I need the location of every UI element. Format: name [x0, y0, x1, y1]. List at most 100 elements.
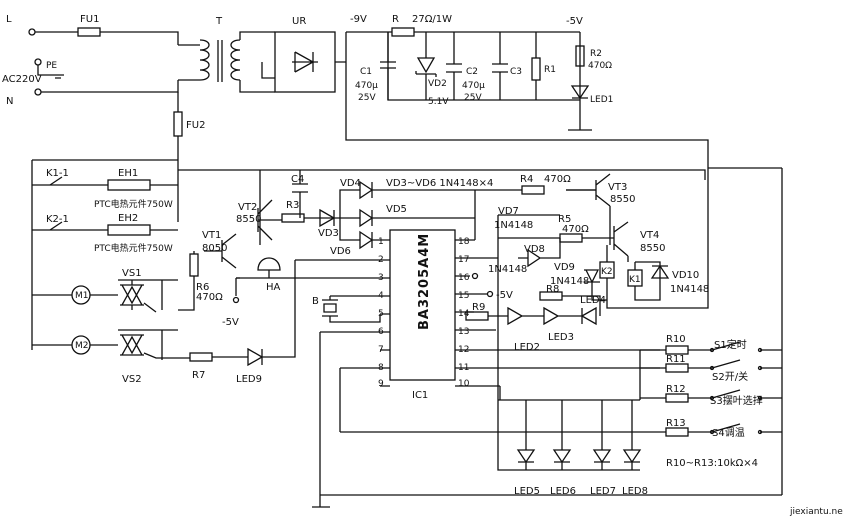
eh2-label: EH2 [118, 213, 138, 224]
led5-label: LED5 [514, 486, 540, 497]
r11-label: R11 [666, 354, 686, 365]
vt2-type: 8550 [236, 214, 261, 225]
led6-label: LED6 [550, 486, 576, 497]
vt1-type: 8050 [202, 243, 227, 254]
r8-label: R8 [546, 284, 559, 295]
vd4-label: VD4 [340, 178, 361, 189]
fu2-label: FU2 [186, 120, 205, 131]
resistor-r3 [281, 213, 305, 223]
resistor-r12 [665, 393, 689, 403]
vd10-label: VD10 [672, 270, 699, 281]
motor-m1 [71, 285, 91, 305]
s1-label: S1定时 [714, 338, 747, 351]
bridge-label: UR [292, 16, 306, 27]
vd10-type: 1N4148 [670, 284, 709, 295]
eh1-label: EH1 [118, 168, 138, 179]
c2-label: C2 [466, 67, 478, 77]
steering-diodes: VD3 VD4 VD5 VD6 VD3~VD6 1N4148×4 [304, 178, 493, 257]
ic1-body [389, 229, 456, 381]
heaters: FU2 K1-1 K2-1 EH1 EH2 PTC电热元件750W PTC电热元… [31, 92, 205, 350]
m1-label: M1 [75, 291, 89, 301]
ic1-pin: 13 [458, 327, 469, 337]
ic1-name: BA3205A4M [417, 233, 432, 330]
r2-value: 470Ω [588, 61, 612, 71]
driver-transistors: VT2 8550 R3 C4 VT1 8050 R6 470Ω HA -5V [178, 169, 706, 328]
led7-label: LED7 [590, 486, 616, 497]
neg5v-label: -5V [566, 16, 583, 27]
led2-label: LED2 [514, 342, 540, 353]
crystal-b-label: B [312, 296, 319, 307]
resistor-r1 [531, 57, 541, 81]
eh2-description: PTC电热元件750W [94, 242, 173, 254]
k1-1-label: K1-1 [46, 168, 69, 179]
vs2-label: VS2 [122, 374, 142, 385]
vt1-label: VT1 [202, 230, 221, 241]
transformer-label: T [215, 16, 223, 27]
relay-drivers: R4 470Ω VT3 8550 VD7 1N4148 R5 470Ω VT4 … [475, 168, 709, 309]
fu1-label: FU1 [80, 14, 99, 25]
resistor-r11 [665, 363, 689, 373]
watermark: jiexiantu.net [789, 507, 843, 517]
vd5-label: VD5 [386, 204, 407, 215]
vd8-label: VD8 [524, 244, 545, 255]
neg5v-ha-label: -5V [222, 317, 239, 328]
resistor-r4 [521, 185, 545, 195]
r7-label: R7 [192, 370, 205, 381]
motor-m2 [71, 335, 91, 355]
r4-label: R4 [520, 174, 533, 185]
ic1-pin: 10 [458, 379, 470, 389]
ic1-pin: 17 [458, 255, 469, 265]
ic1: BA3205A4M IC1 1 2 3 4 5 6 7 8 9 18 17 16… [236, 190, 660, 508]
power-supply: -9V R 27Ω/1W -5V C1 470μ 25V VD2 5.1V C2… [345, 14, 709, 168]
vd8-type: 1N4148 [488, 264, 527, 275]
fuse-fu1 [77, 27, 101, 37]
s3-label: S3摆叶选择 [710, 394, 763, 407]
switch-resistor-note: R10~R13:10kΩ×4 [666, 458, 758, 469]
vd2-value: 5.1V [428, 97, 449, 107]
ic1-label: IC1 [412, 390, 428, 401]
line-label: L [6, 14, 12, 25]
r9-label: R9 [472, 302, 485, 313]
heater-eh1 [107, 179, 151, 191]
ic1-pin: 9 [378, 379, 384, 389]
vd6-label: VD6 [330, 246, 351, 257]
c3-label: C3 [510, 67, 522, 77]
diodes-note: VD3~VD6 1N4148×4 [386, 178, 493, 189]
s2-label: S2开/关 [712, 370, 748, 383]
ic1-pin: 15 [458, 291, 469, 301]
r3-label: R3 [286, 200, 299, 211]
r4-value: 470Ω [544, 174, 571, 185]
r5-label: R5 [558, 214, 571, 225]
c1-label: C1 [360, 67, 372, 77]
led-indicators: R8 R9 LED2 LED3 LED4 LED5 LED6 LED7 LED8 [465, 258, 648, 497]
r-label: R [392, 14, 399, 25]
r6-value: 470Ω [196, 292, 223, 303]
resistor-r5 [559, 233, 583, 243]
vt3-label: VT3 [608, 182, 627, 193]
neutral-label: N [6, 96, 13, 107]
r2-label: R2 [590, 49, 602, 59]
vt4-label: VT4 [640, 230, 659, 241]
c1-value1: 470μ [355, 81, 378, 91]
ic1-pin: 14 [458, 309, 470, 319]
vd9-label: VD9 [554, 262, 575, 273]
led8-label: LED8 [622, 486, 648, 497]
led1-label: LED1 [590, 95, 613, 105]
ac-voltage-label: AC220V [2, 74, 42, 85]
vd7-type: 1N4148 [494, 220, 533, 231]
resistor-r10 [665, 345, 689, 355]
neg5v-ic-label: -5V [496, 290, 513, 301]
vd3-label: VD3 [318, 228, 339, 239]
neg9v-label: -9V [350, 14, 367, 25]
c2-value1: 470μ [462, 81, 485, 91]
vt4-type: 8550 [640, 243, 665, 254]
relay-k1-label: K1 [629, 275, 641, 285]
vd2-label: VD2 [428, 79, 447, 89]
fuse-fu2 [173, 111, 183, 137]
heater-eh2 [107, 224, 151, 236]
mains-input: FU1 L PE AC220V N [2, 14, 179, 107]
ic1-right-pins: 18 17 16 15 14 13 12 11 10 [458, 237, 470, 389]
resistor-r6 [189, 253, 199, 277]
r12-label: R12 [666, 384, 686, 395]
led3-label: LED3 [548, 332, 574, 343]
